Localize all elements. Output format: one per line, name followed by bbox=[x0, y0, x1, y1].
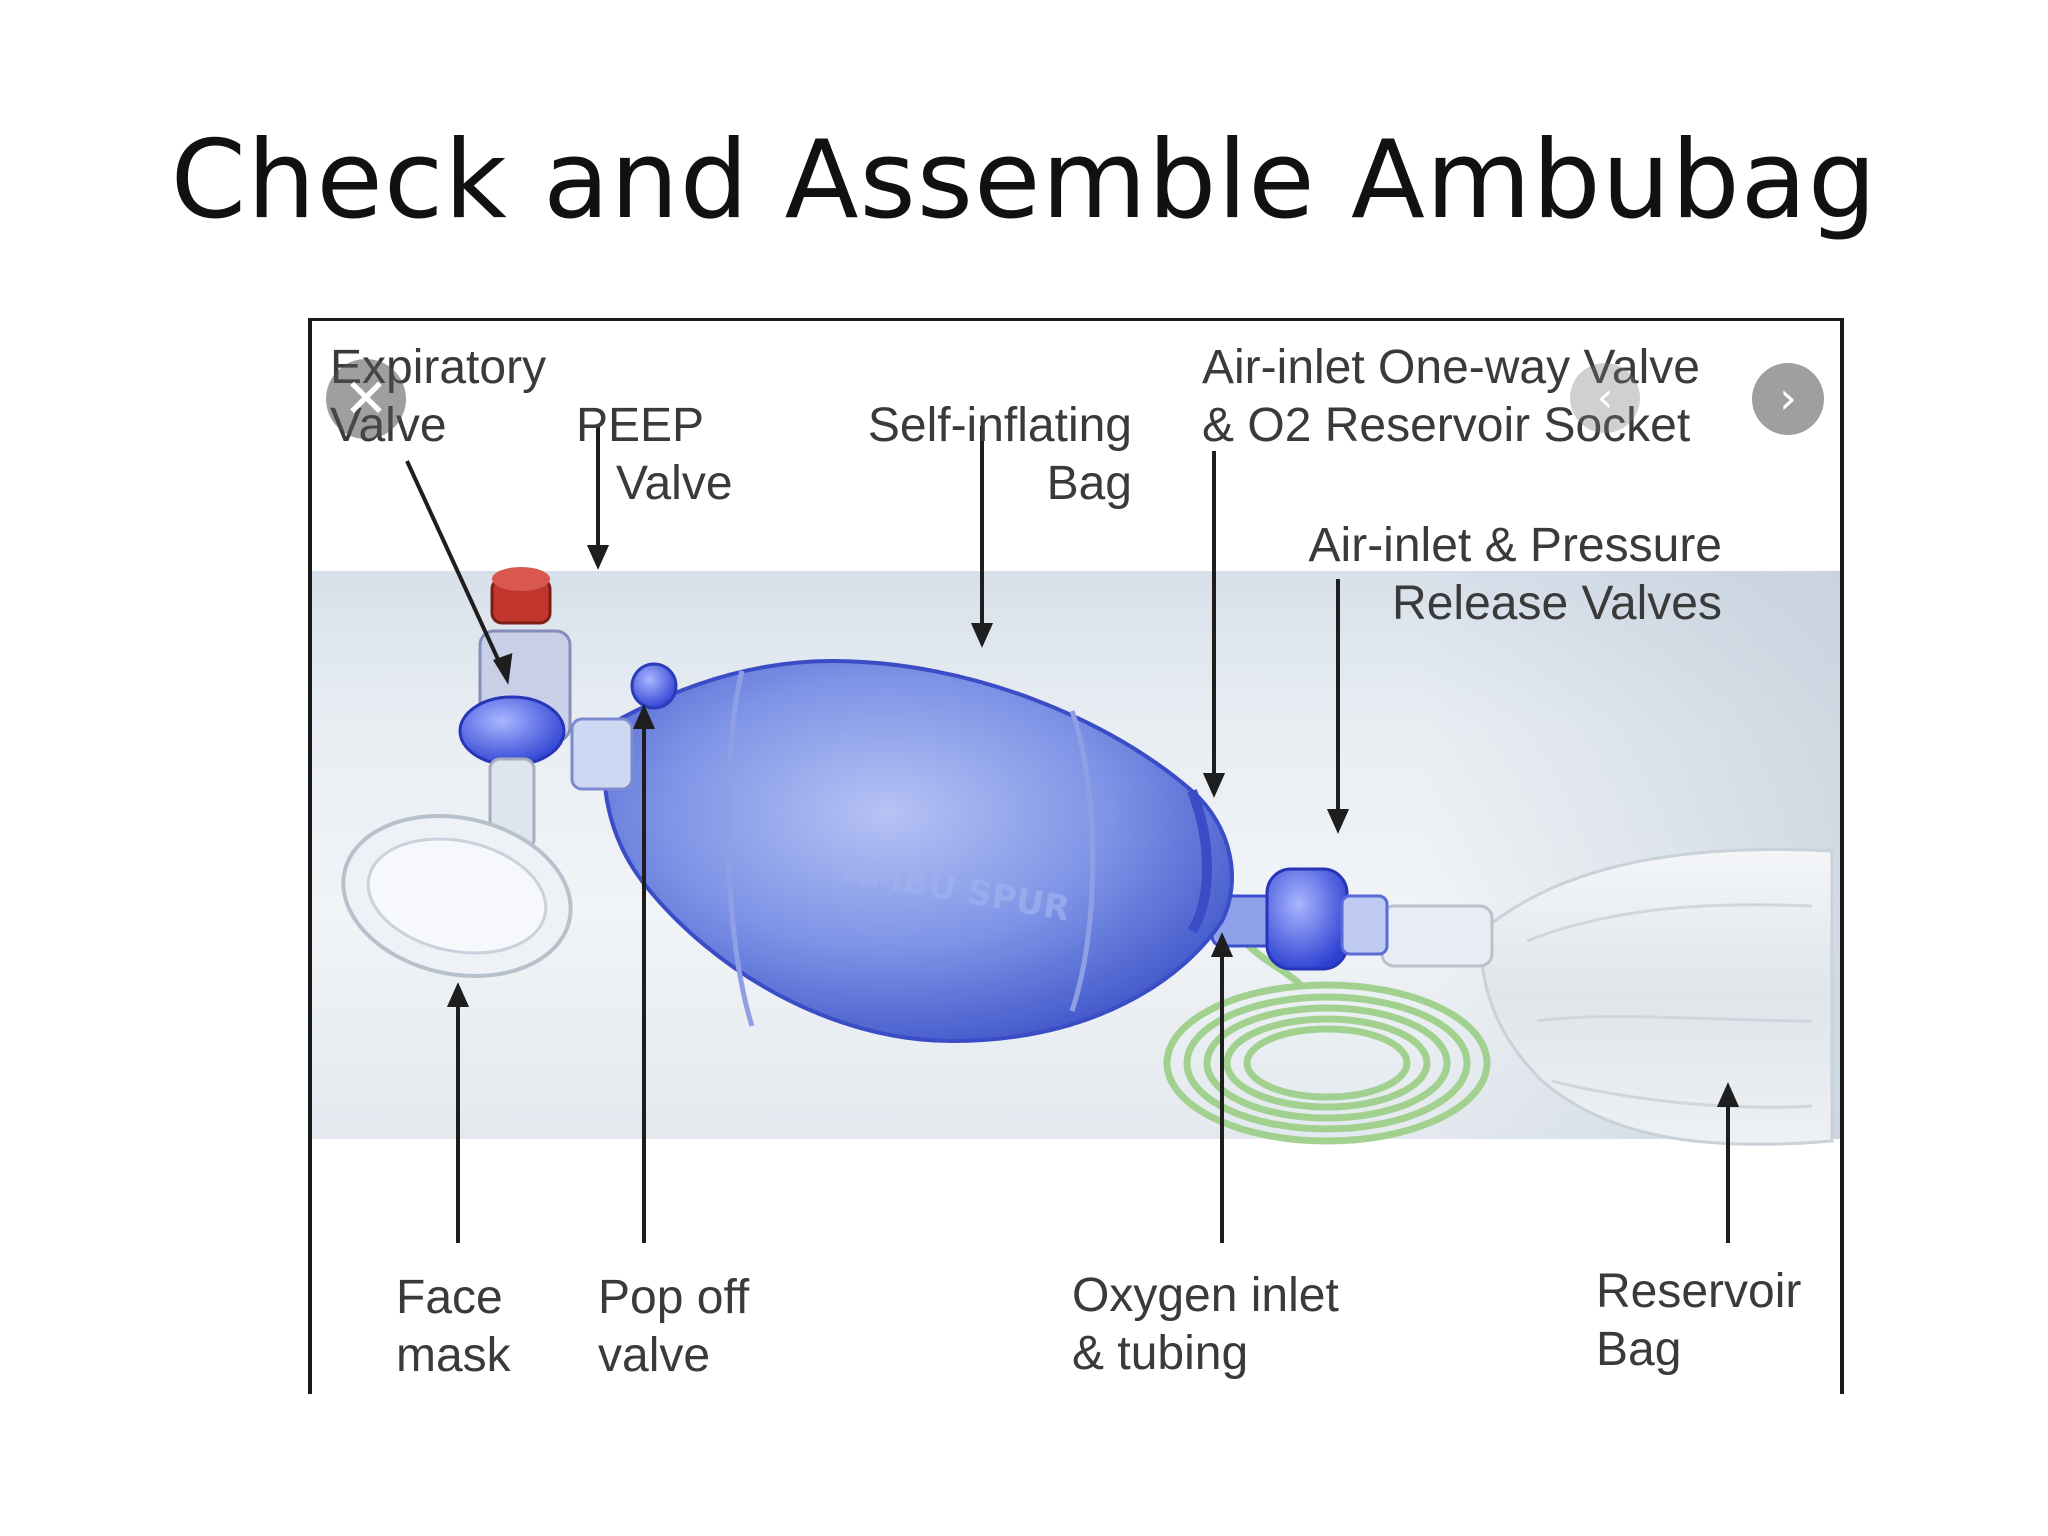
label-reservoir-bag: Reservoir Bag bbox=[1596, 1265, 1802, 1376]
face-mask-shape bbox=[341, 814, 573, 978]
close-button[interactable]: ✕ bbox=[326, 359, 406, 439]
slide-title: Check and Assemble Ambubag bbox=[170, 118, 1878, 243]
label-oxygen-inlet-tubing: Oxygen inlet & tubing bbox=[1072, 1269, 1339, 1380]
chevron-left-icon: ‹ bbox=[1597, 375, 1613, 421]
label-peep-valve: PEEP Valve bbox=[576, 399, 733, 510]
label-air-inlet-pressure-release: Air-inlet & Pressure Release Valves bbox=[1308, 519, 1722, 630]
close-icon: ✕ bbox=[343, 367, 389, 430]
label-self-inflating-bag: Self-inflating Bag bbox=[867, 399, 1132, 510]
label-arrows bbox=[405, 426, 1740, 1243]
ambubag-illustration: AMBU SPUR bbox=[341, 426, 1834, 1243]
label-face-mask: Face mask bbox=[396, 1271, 511, 1382]
label-pop-off-valve: Pop off valve bbox=[598, 1271, 750, 1382]
next-button[interactable]: › bbox=[1752, 363, 1824, 435]
prev-button[interactable]: ‹ bbox=[1570, 363, 1640, 433]
ambubag-figure: AMBU SPUR bbox=[308, 318, 1844, 1394]
label-air-inlet-one-way-valve: Air-inlet One-way Valve & O2 Reservoir S… bbox=[1202, 341, 1700, 452]
self-inflating-bag-shape: AMBU SPUR bbox=[601, 658, 1234, 1044]
chevron-right-icon: › bbox=[1779, 373, 1797, 424]
